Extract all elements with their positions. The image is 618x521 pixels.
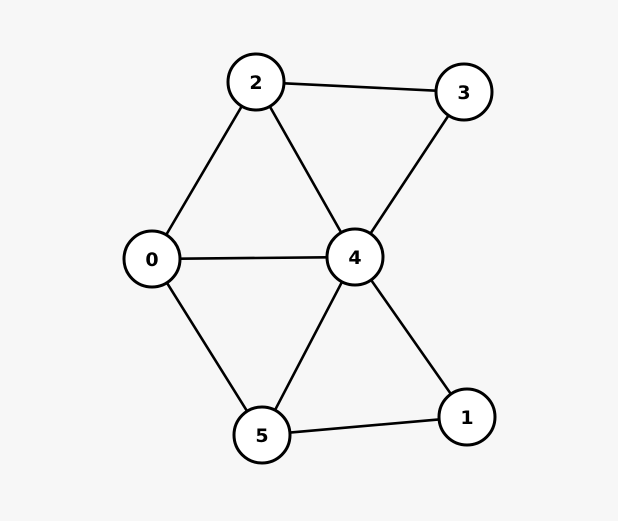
graph-node-label-0: 0 — [145, 249, 158, 271]
graph-node-5[interactable]: 5 — [232, 405, 292, 465]
graph-node-2[interactable]: 2 — [226, 52, 286, 112]
graph-edge-5-1 — [288, 418, 441, 434]
graph-edge-4-5 — [273, 280, 344, 412]
graph-edge-2-4 — [268, 105, 343, 234]
edges-layer — [164, 82, 453, 434]
graph-node-circle-1[interactable] — [437, 387, 497, 447]
graph-edge-0-4 — [178, 255, 329, 261]
graph-edge-4-1 — [369, 278, 453, 396]
graph-edge-3-4 — [369, 114, 450, 235]
graph-node-label-1: 1 — [460, 407, 473, 429]
graph-node-1[interactable]: 1 — [437, 387, 497, 447]
graph-node-circle-4[interactable] — [325, 227, 385, 287]
graph-node-circle-0[interactable] — [122, 229, 182, 289]
graph-edge-0-5 — [165, 281, 249, 413]
graph-node-3[interactable]: 3 — [434, 62, 494, 122]
graph-node-circle-2[interactable] — [226, 52, 286, 112]
graph-node-label-5: 5 — [255, 425, 268, 447]
graph-node-4[interactable]: 4 — [325, 227, 385, 287]
nodes-layer: 0 1 2 3 4 5 — [122, 52, 497, 465]
graph-edge-0-2 — [164, 104, 244, 237]
graph-edge-2-3 — [282, 82, 438, 92]
graph-node-label-2: 2 — [249, 72, 262, 94]
graph-node-label-4: 4 — [348, 247, 361, 269]
graph-node-circle-3[interactable] — [434, 62, 494, 122]
graph-node-0[interactable]: 0 — [122, 229, 182, 289]
graph-node-circle-5[interactable] — [232, 405, 292, 465]
graph-node-label-3: 3 — [457, 82, 470, 104]
